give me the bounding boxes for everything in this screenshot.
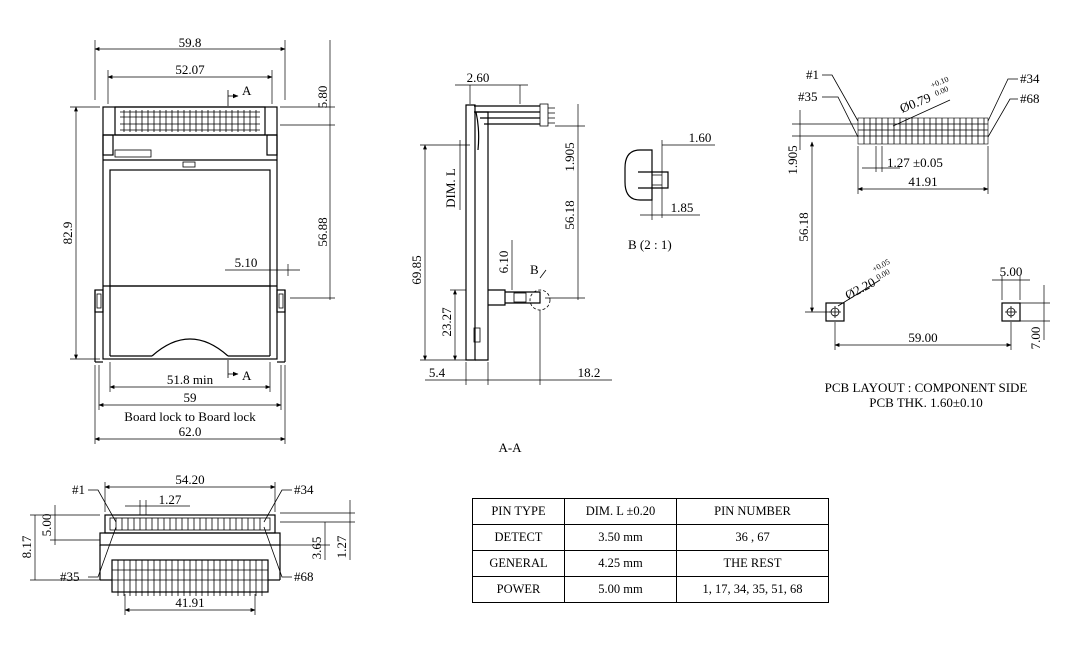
cell-pin-type: POWER — [472, 576, 565, 603]
dim-height-total: 69.85 — [409, 255, 424, 284]
cell-pin-number: 1, 17, 34, 35, 51, 68 — [676, 576, 829, 603]
header-dim-l: DIM. L ±0.20 — [564, 498, 677, 525]
pcb-row-pitch: 1.905 — [785, 145, 800, 174]
cell-dim-l: 3.50 mm — [564, 524, 677, 551]
pin-table-header: PIN TYPE DIM. L ±0.20 PIN NUMBER — [472, 498, 829, 525]
board-lock-right — [276, 289, 286, 313]
header-pin-type: PIN TYPE — [472, 498, 565, 525]
detail-label: B (2 : 1) — [628, 237, 672, 252]
pcb-pin-68: #68 — [1020, 91, 1040, 106]
dim-width-outer: 59.8 — [179, 35, 202, 50]
dim-slot-width: 51.8 min — [167, 372, 214, 387]
dim-lock-height: 56.88 — [315, 217, 330, 246]
detail-dim-top: 1.60 — [689, 130, 712, 145]
section-label: A-A — [498, 440, 522, 455]
dim-height: 82.9 — [60, 222, 75, 245]
cell-pin-type: DETECT — [472, 524, 565, 551]
front-view: 59.8 52.07 A 5.80 56.88 82.9 5.10 A 51.8… — [60, 35, 335, 444]
header-pin-number: PIN NUMBER — [676, 498, 829, 525]
table-row: GENERAL 4.25 mm THE REST — [472, 550, 829, 577]
pcb-caption-2: PCB THK. 1.60±0.10 — [869, 395, 982, 410]
section-mark-bottom: A — [242, 368, 252, 383]
pcb-lock-spacing: 59.00 — [908, 330, 937, 345]
board-lock-note: Board lock to Board lock — [124, 409, 256, 424]
bottom-dim-step: 3.65 — [309, 537, 324, 560]
dim-width-inner: 52.07 — [175, 62, 205, 77]
pcb-lock-size: 5.00 — [1000, 264, 1023, 279]
pcb-hole-pattern — [857, 117, 989, 145]
bottom-dim-height-total: 8.17 — [19, 535, 34, 558]
detail-b: 1.60 1.85 B (2 : 1) — [624, 130, 715, 252]
pin-table: PIN TYPE DIM. L ±0.20 PIN NUMBER DETECT … — [472, 498, 829, 603]
cell-pin-number: 36 , 67 — [676, 524, 829, 551]
bottom-dim-height-mid: 5.00 — [39, 514, 54, 537]
detail-mark: B — [530, 262, 539, 277]
cell-pin-number: THE REST — [676, 550, 829, 577]
bottom-dim-pitch: 1.27 — [159, 492, 182, 507]
dim-left-offset: 5.4 — [429, 365, 446, 380]
side-body — [465, 104, 476, 361]
bottom-pin-34: #34 — [294, 482, 314, 497]
connector-body-outline — [102, 106, 278, 360]
bottom-view: 54.20 1.27 #1 #34 #35 #68 8.17 5.00 3.65… — [19, 472, 355, 615]
bottom-pin-1: #1 — [72, 482, 85, 497]
bottom-dim-width: 54.20 — [175, 472, 204, 487]
dim-height-mid: 56.18 — [562, 200, 577, 229]
dim-height-low: 23.27 — [439, 307, 454, 337]
pcb-lock-height: 7.00 — [1028, 327, 1043, 350]
pcb-vertical: 56.18 — [796, 212, 811, 241]
card-cutout — [151, 338, 229, 357]
side-view: 2.60 DIM. L 69.85 23.27 6.10 1.905 56.18… — [409, 70, 612, 455]
dim-depth: 18.2 — [578, 365, 601, 380]
bottom-dim-lead: 1.27 — [334, 535, 349, 558]
dim-lead: 1.905 — [562, 142, 577, 171]
section-mark-top: A — [242, 83, 252, 98]
dim-top-step: 2.60 — [467, 70, 490, 85]
pcb-lock-pad-right — [1001, 302, 1021, 322]
dim-step: 6.10 — [496, 251, 511, 274]
cell-pin-type: GENERAL — [472, 550, 565, 577]
dim-top-offset: 5.80 — [315, 86, 330, 109]
pcb-lock-dia: Ø2.20 — [842, 274, 877, 302]
pcb-caption-1: PCB LAYOUT : COMPONENT SIDE — [825, 380, 1028, 395]
dim-l-label: DIM. L — [443, 168, 458, 208]
cell-dim-l: 5.00 mm — [564, 576, 677, 603]
pcb-pin-pitch: 1.27 ±0.05 — [887, 155, 943, 170]
board-lock-left — [94, 289, 104, 313]
front-pins — [120, 110, 260, 132]
detail-dim-bottom: 1.85 — [671, 200, 694, 215]
pcb-pin-34: #34 — [1020, 71, 1040, 86]
pcb-lock-pad-left — [825, 302, 845, 322]
table-row: POWER 5.00 mm 1, 17, 34, 35, 51, 68 — [472, 576, 829, 603]
dim-total-width: 62.0 — [179, 424, 202, 439]
bottom-dim-row-width: 41.91 — [175, 595, 204, 610]
table-row: DETECT 3.50 mm 36 , 67 — [472, 524, 829, 551]
pcb-hole-dia: Ø0.79 — [898, 90, 933, 116]
pcb-pin-35: #35 — [798, 89, 818, 104]
dim-board-lock: 59 — [184, 390, 197, 405]
pcb-pin-1: #1 — [806, 67, 819, 82]
dim-side-offset: 5.10 — [235, 255, 258, 270]
pcb-row-width: 41.91 — [908, 174, 937, 189]
cell-dim-l: 4.25 mm — [564, 550, 677, 577]
pcb-layout: #1 #35 #34 #68 Ø0.79 +0.10 0.00 1.905 1.… — [785, 67, 1050, 410]
bottom-pin-35: #35 — [60, 569, 80, 584]
bottom-pin-68: #68 — [294, 569, 314, 584]
